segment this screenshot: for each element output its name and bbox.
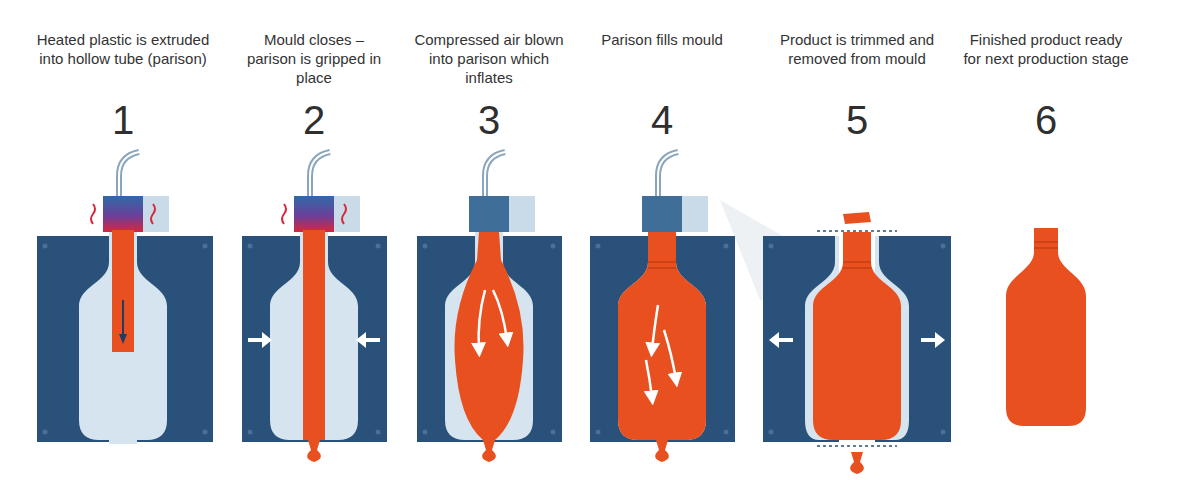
step-caption: Product is trimmed and removed from moul… <box>762 30 952 68</box>
step-caption: Mould closes – parison is gripped in pla… <box>239 30 389 87</box>
step-number: 2 <box>284 98 344 142</box>
step-caption: Compressed air blown into parison which … <box>404 30 574 87</box>
step-caption: Heated plastic is extruded into hollow t… <box>34 30 212 68</box>
step-caption: Parison fills mould <box>587 30 737 49</box>
step-number: 4 <box>632 98 692 142</box>
step-number: 1 <box>93 98 153 142</box>
step-caption: Finished product ready for next producti… <box>961 30 1131 68</box>
step-number: 3 <box>459 98 519 142</box>
step-number: 6 <box>1016 98 1076 142</box>
step-number: 5 <box>827 98 887 142</box>
